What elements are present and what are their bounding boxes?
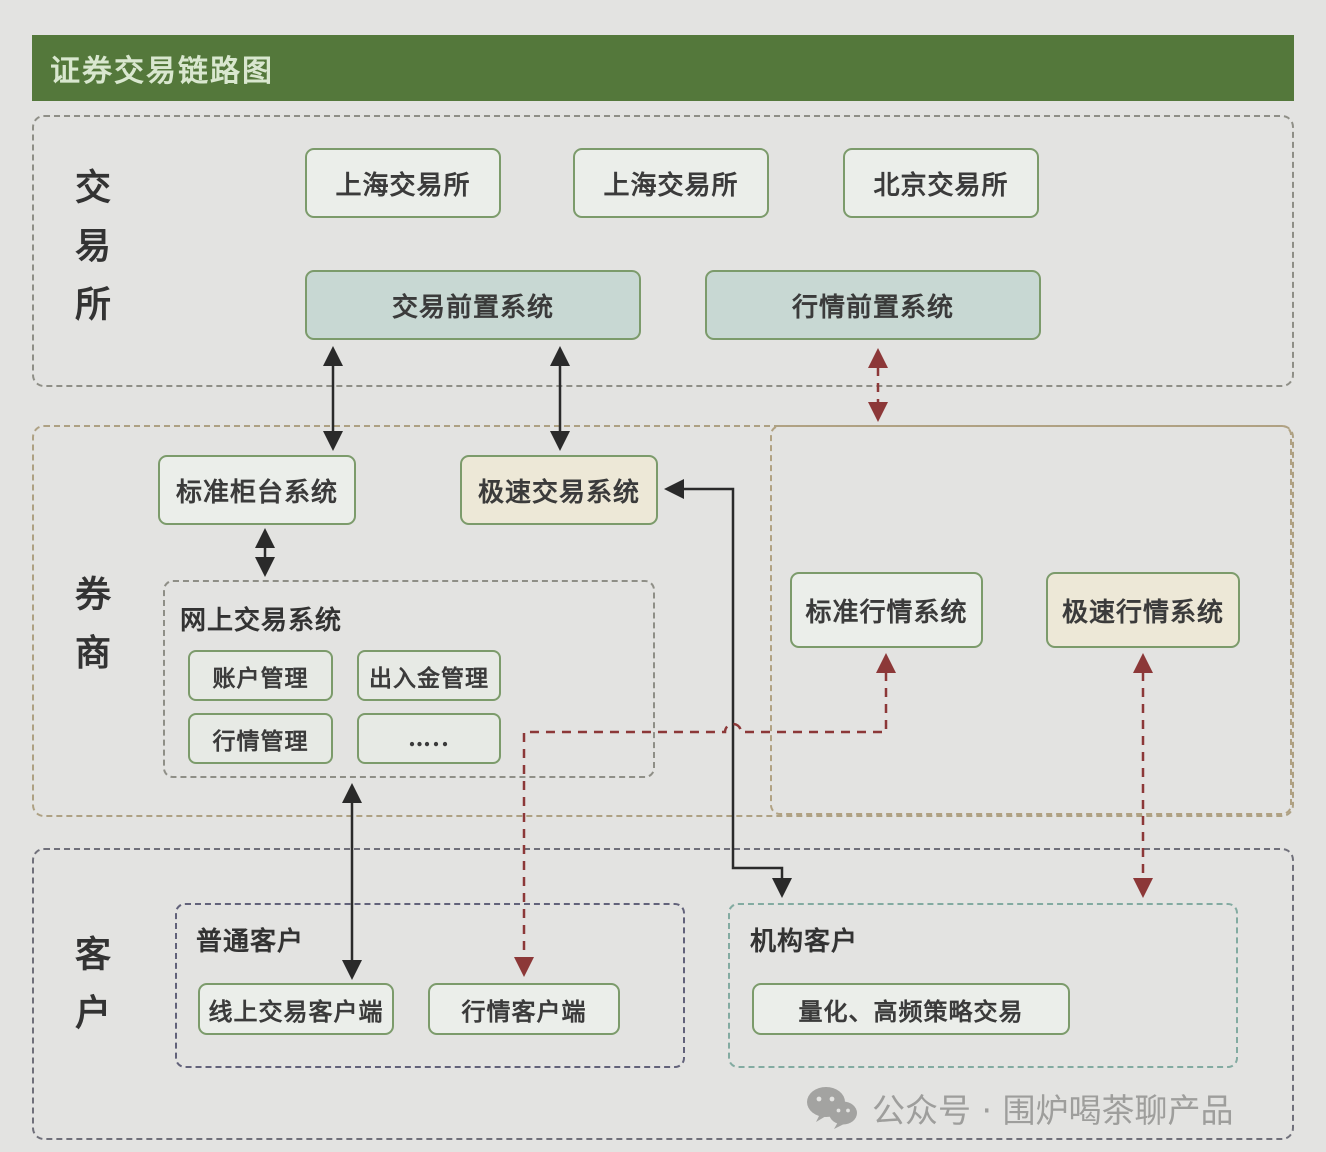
exchange-box-beijing: 北京交易所 — [843, 148, 1039, 218]
diagram-title-bar: 证券交易链路图 — [32, 35, 1294, 101]
diagram-title: 证券交易链路图 — [50, 54, 274, 89]
deposit-withdraw-mgmt-box: 出入金管理 — [357, 650, 501, 701]
account-mgmt-box: 账户管理 — [188, 650, 333, 701]
rapid-quote-system-box: 极速行情系统 — [1046, 572, 1240, 648]
online-trading-system-label: 网上交易系统 — [180, 606, 343, 636]
exchange-box-shanghai-1: 上海交易所 — [305, 148, 501, 218]
watermark: 公众号 · 围炉喝茶聊产品 — [806, 1084, 1233, 1132]
quote-front-system-box: 行情前置系统 — [705, 270, 1041, 340]
online-trading-client-box: 线上交易客户端 — [198, 983, 394, 1035]
standard-counter-system-box: 标准柜台系统 — [158, 455, 356, 525]
quote-mgmt-box: 行情管理 — [188, 713, 333, 764]
broker-section-label: 券商 — [69, 575, 111, 692]
watermark-text: 公众号 · 围炉喝茶聊产品 — [872, 1091, 1234, 1130]
institutional-customer-label: 机构客户 — [750, 927, 859, 957]
trade-front-system-box: 交易前置系统 — [305, 270, 641, 340]
quote-client-box: 行情客户端 — [428, 983, 620, 1035]
quant-hft-trading-box: 量化、高频策略交易 — [752, 983, 1070, 1035]
retail-customer-group — [175, 903, 685, 1068]
wechat-icon — [807, 1087, 857, 1129]
more-modules-box: ….. — [357, 713, 501, 764]
institutional-customer-group — [728, 903, 1238, 1068]
standard-quote-system-box: 标准行情系统 — [790, 572, 983, 648]
customer-section-label: 客户 — [69, 935, 111, 1052]
exchange-section-label: 交易所 — [69, 168, 111, 343]
retail-customer-label: 普通客户 — [196, 927, 305, 957]
rapid-trade-system-box: 极速交易系统 — [460, 455, 658, 525]
exchange-section — [32, 115, 1294, 387]
exchange-box-shanghai-2: 上海交易所 — [573, 148, 769, 218]
